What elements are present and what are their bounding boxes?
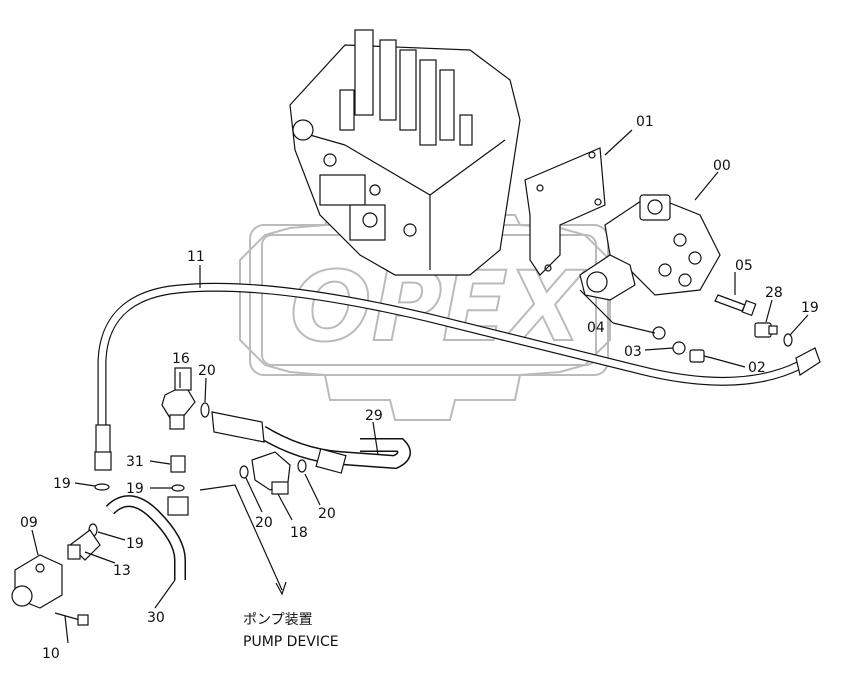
- callout-20-left: 20: [255, 515, 273, 531]
- callout-19-mid: 19: [126, 481, 144, 497]
- callout-00: 00: [713, 158, 731, 174]
- valve-00: [579, 194, 721, 301]
- callout-01: 01: [636, 114, 654, 130]
- callout-04: 04: [587, 320, 605, 336]
- washer-03: [672, 341, 686, 355]
- elbow-13: [67, 529, 101, 561]
- bolt-05: [714, 294, 757, 317]
- callout-31: 31: [126, 454, 144, 470]
- fitting-31: [170, 455, 186, 473]
- elbow-16: [161, 367, 196, 430]
- o-ring-19-left: [94, 483, 110, 491]
- callout-19-right: 19: [801, 300, 819, 316]
- callout-19-lower: 19: [126, 536, 144, 552]
- callout-18: 18: [290, 525, 308, 541]
- caption-japanese: ポンプ装置: [243, 612, 313, 628]
- callouts: 00 01 02 03 04 05 09 10 11 13 16 18 19 1…: [20, 114, 819, 662]
- callout-10: 10: [42, 646, 60, 662]
- o-ring-20-right: [297, 459, 307, 473]
- tee-fitting-18: [251, 451, 291, 495]
- caption-english: PUMP DEVICE: [243, 634, 339, 650]
- bracket-01: [524, 147, 606, 276]
- valve-block-09: [11, 554, 63, 609]
- callout-13: 13: [113, 563, 131, 579]
- callout-29: 29: [365, 408, 383, 424]
- callout-19-left: 19: [53, 476, 71, 492]
- fitting-28: [754, 322, 778, 338]
- callout-20-top: 20: [198, 363, 216, 379]
- callout-16: 16: [172, 351, 190, 367]
- callout-09: 09: [20, 515, 38, 531]
- callout-11: 11: [187, 249, 205, 265]
- hose-29: [211, 411, 411, 474]
- callout-03: 03: [624, 344, 642, 360]
- o-ring-19-mid: [171, 484, 185, 492]
- o-ring-20-left: [239, 465, 249, 479]
- callout-05: 05: [735, 258, 753, 274]
- control-valve: [289, 29, 521, 276]
- callout-28: 28: [765, 285, 783, 301]
- o-ring-19-right: [783, 333, 793, 347]
- hose-11: [94, 282, 821, 471]
- hose-30: [105, 495, 189, 580]
- callout-20-right: 20: [318, 506, 336, 522]
- bolt-10: [54, 612, 89, 626]
- callout-30: 30: [147, 610, 165, 626]
- callout-02: 02: [748, 360, 766, 376]
- o-ring-20-top: [200, 402, 210, 418]
- bolt-02: [689, 349, 713, 363]
- leader-lines: [31, 129, 809, 644]
